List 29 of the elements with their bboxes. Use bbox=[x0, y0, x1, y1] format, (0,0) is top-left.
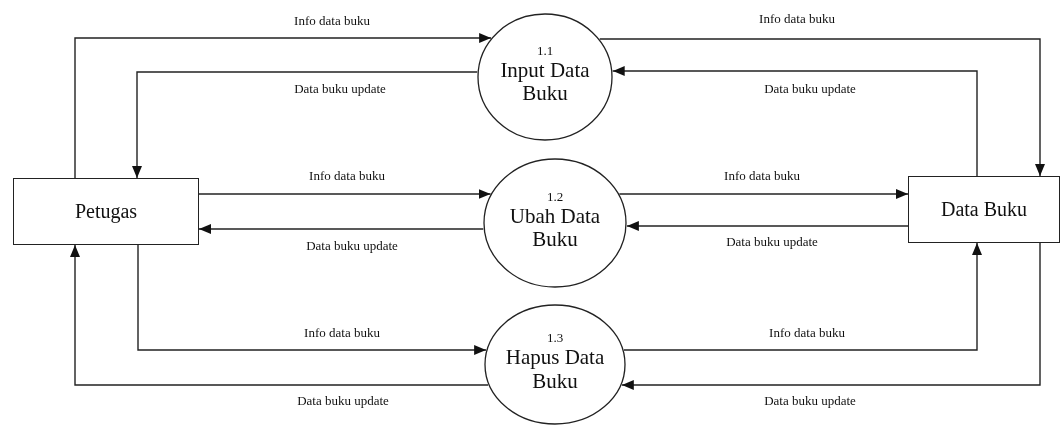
edge-label: Data buku update bbox=[295, 393, 391, 409]
process-circle bbox=[477, 13, 613, 141]
data-flow-arrow bbox=[198, 189, 492, 199]
data-store-box: Data Buku bbox=[908, 176, 1060, 243]
data-flow-arrow bbox=[198, 224, 484, 234]
process-name: Ubah Data Buku bbox=[508, 204, 602, 252]
data-flow-arrow bbox=[626, 221, 909, 231]
data-flow-arrow bbox=[74, 33, 492, 179]
process-number: 1.3 bbox=[546, 330, 564, 347]
process-number: 1.1 bbox=[536, 42, 554, 59]
process-circle bbox=[483, 158, 627, 288]
data-flow-arrow bbox=[137, 244, 487, 355]
data-flow-arrow bbox=[132, 71, 478, 179]
data-flow-arrow bbox=[618, 189, 909, 199]
data-flow-arrow bbox=[599, 38, 1045, 177]
process-name: Hapus Data Buku bbox=[504, 346, 606, 393]
edge-label: Data buku update bbox=[762, 81, 858, 97]
edge-label: Data buku update bbox=[762, 393, 858, 409]
edge-label: Data buku update bbox=[304, 238, 400, 254]
edge-label: Data buku update bbox=[724, 234, 820, 250]
process-circle bbox=[484, 304, 626, 425]
process-name: Input Data Buku bbox=[499, 58, 591, 106]
data-flow-arrow bbox=[612, 66, 978, 177]
data-flow-arrow bbox=[623, 242, 982, 351]
data-flow-arrow bbox=[70, 244, 489, 386]
data-flow-arrow bbox=[621, 242, 1041, 390]
process-number: 1.2 bbox=[546, 188, 564, 205]
external-entity-box: Petugas bbox=[13, 178, 199, 245]
edge-label: Data buku update bbox=[292, 81, 388, 97]
